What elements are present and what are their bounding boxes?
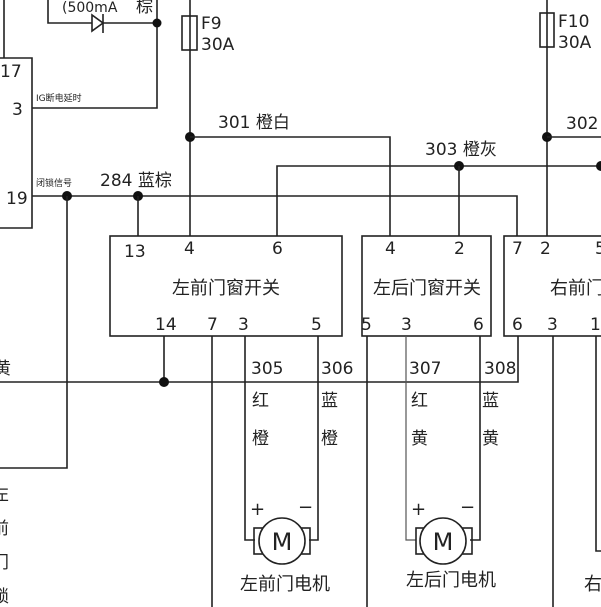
wire-number: 307	[409, 359, 441, 379]
pin-label: 4	[385, 239, 396, 259]
switch-title: 左后门窗开关	[373, 278, 481, 299]
wire-color: 蓝	[482, 391, 499, 411]
module-pin-17: 17	[0, 62, 22, 82]
yellow-bus: 黄	[0, 336, 601, 607]
motor-icon	[258, 517, 306, 565]
pin-label: 3	[547, 315, 558, 335]
pin-label: 6	[473, 315, 484, 335]
partial-color-label: 棕	[136, 0, 153, 17]
wire-color: 黄	[482, 429, 499, 449]
fuse-f9: F9 30A 301 橙白	[181, 0, 391, 236]
fuse-f9-name: F9	[201, 14, 222, 34]
module-pin-3: 3	[12, 100, 23, 120]
pin-label: 5	[361, 315, 372, 335]
pin-label: 2	[454, 239, 465, 259]
fuse-f10: F10 30A 302 橙	[539, 0, 601, 236]
plus-terminal: +	[250, 499, 265, 520]
minus-terminal: −	[298, 497, 313, 518]
motor-left-rear: M + − 307 308 红 黄 蓝 黄 左后门电机	[405, 336, 516, 591]
wire-303-label: 303 橙灰	[425, 140, 497, 160]
control-module: 17 3 19 IG断电延时 闭锁信号	[0, 0, 82, 229]
wire-number: 305	[251, 359, 283, 379]
pin-label: 3	[401, 315, 412, 335]
switch-title: 右前门	[550, 278, 601, 299]
pin-label: 2	[540, 239, 551, 259]
pin-label: 5	[595, 239, 601, 259]
motor-symbol: M	[433, 528, 454, 556]
fuse-f9-rating: 30A	[201, 35, 235, 55]
fuse-f10-name: F10	[558, 12, 589, 32]
partial-current-label: (500mA	[62, 0, 118, 16]
right-partial-label: 右	[584, 574, 601, 595]
minus-terminal: −	[460, 497, 475, 518]
wire-284: 284 蓝棕	[0, 171, 518, 469]
lock-label-char: 左	[0, 485, 9, 505]
switch-right-front: 7 2 5 右前门 6 3 1	[503, 235, 601, 337]
wire-301-label: 301 橙白	[218, 113, 290, 133]
lock-label-char: 前	[0, 519, 9, 539]
left-lock-label: 左 前 门 锁	[0, 485, 9, 607]
motor-left-front: M + − 305 306 红 橙 蓝 橙 左前门电机	[240, 336, 353, 595]
pin-label: 3	[238, 315, 249, 335]
wire-color: 红	[252, 391, 269, 411]
lock-label-char: 门	[0, 553, 9, 573]
wire-color: 黄	[411, 429, 428, 449]
fuse-f10-rating: 30A	[558, 33, 592, 53]
pin-label: 6	[512, 315, 523, 335]
module-pin-19: 19	[6, 189, 28, 209]
wire-color: 蓝	[321, 391, 338, 411]
wire-284-label: 284 蓝棕	[100, 171, 172, 191]
pin-label: 7	[512, 239, 523, 259]
yellow-wire-label: 黄	[0, 359, 11, 379]
motor-symbol: M	[272, 528, 293, 556]
switch-left-front: 13 4 6 左前门窗开关 14 7 3 5	[109, 235, 343, 337]
wire-302-label: 302 橙	[566, 114, 601, 134]
pin-label: 5	[311, 315, 322, 335]
lock-label-char: 锁	[0, 587, 9, 607]
diode-loop: (500mA 棕	[32, 0, 162, 109]
ig-delay-note: IG断电延时	[36, 92, 82, 104]
lock-signal-note: 闭锁信号	[36, 177, 72, 189]
switch-left-rear: 4 2 左后门窗开关 5 3 6	[361, 235, 492, 337]
wire-color: 橙	[321, 429, 338, 449]
motor-title: 左前门电机	[240, 574, 330, 595]
diode-icon	[91, 13, 105, 33]
pin-label: 4	[184, 239, 195, 259]
switch-title: 左前门窗开关	[172, 278, 280, 299]
wire-color: 红	[411, 391, 428, 411]
pin-label: 14	[155, 315, 177, 335]
pin-label: 1	[590, 315, 601, 335]
motor-icon	[419, 517, 467, 565]
plus-terminal: +	[411, 499, 426, 520]
pin-label: 7	[207, 315, 218, 335]
wire-303: 303 橙灰	[276, 140, 601, 236]
pin-label: 6	[272, 239, 283, 259]
wire-color: 橙	[252, 429, 269, 449]
wire-number: 306	[321, 359, 353, 379]
wire-number: 308	[484, 359, 516, 379]
motor-title: 左后门电机	[406, 570, 496, 591]
pin-label: 13	[124, 242, 146, 262]
